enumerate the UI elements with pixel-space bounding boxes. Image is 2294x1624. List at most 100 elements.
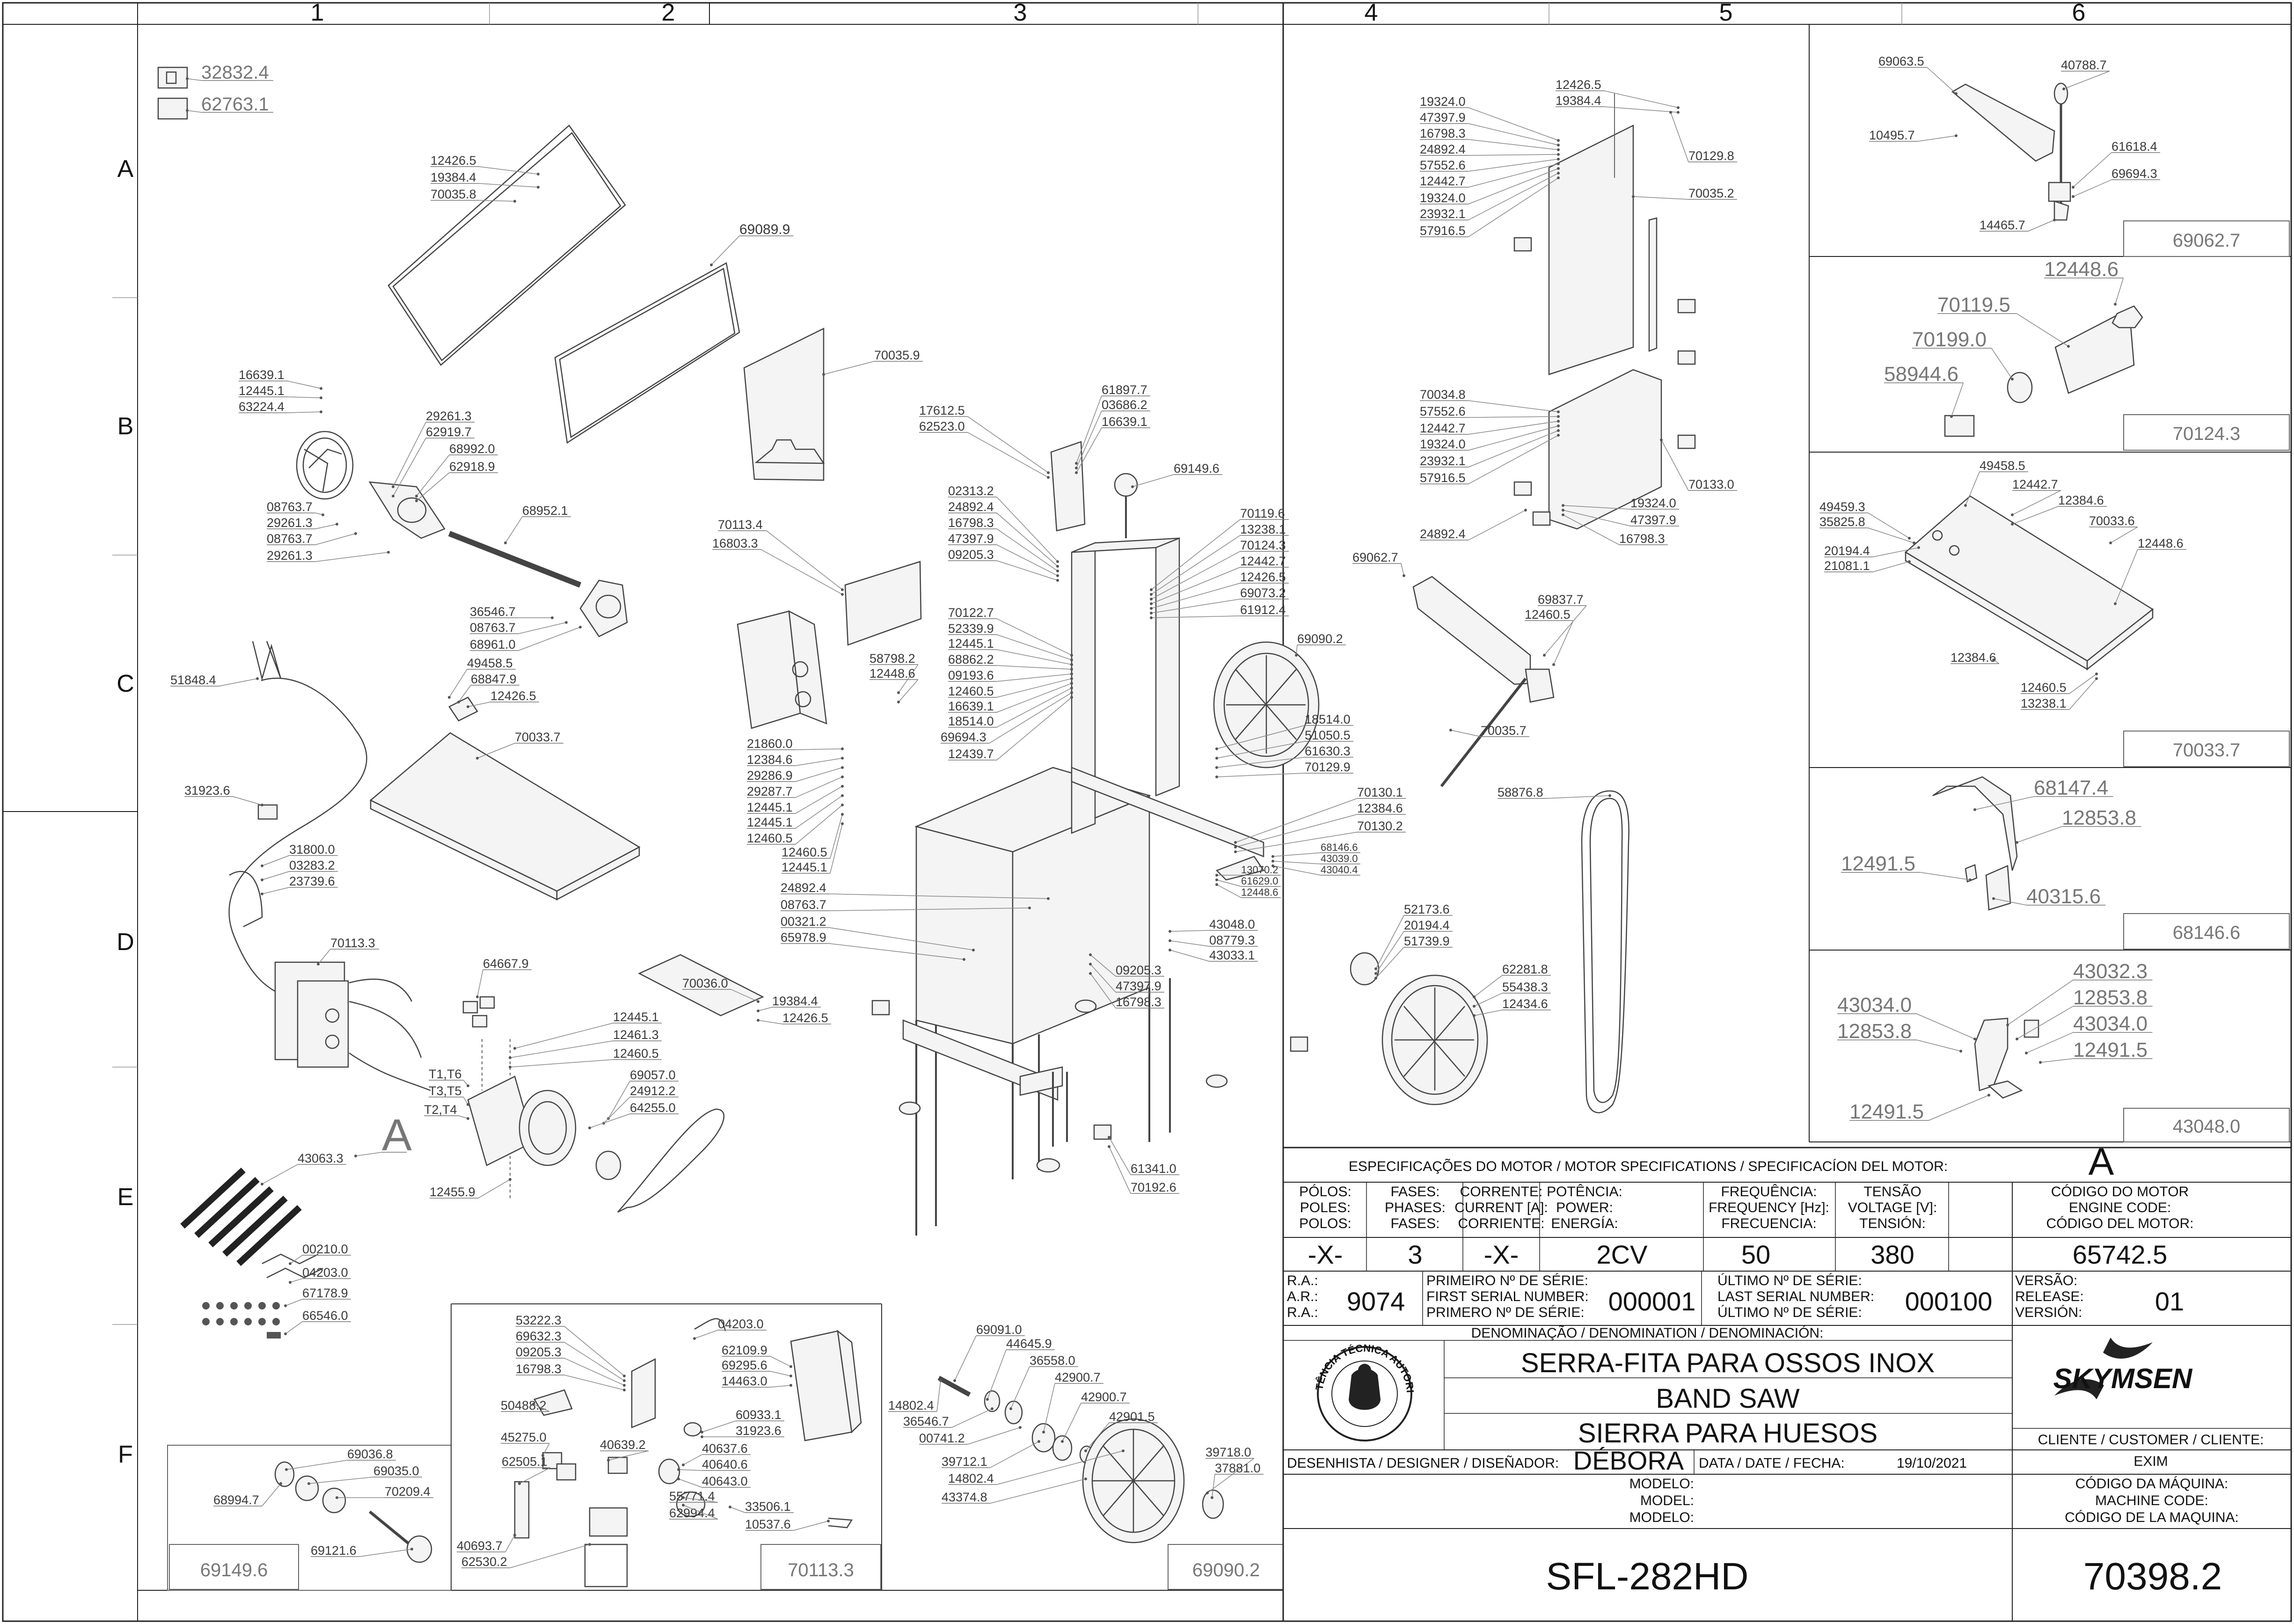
- leader-line: [758, 1020, 783, 1024]
- leader-point: [682, 1504, 685, 1507]
- part-number-label: 67178.9: [302, 1286, 348, 1300]
- leader-line: [1474, 1010, 1503, 1016]
- part-number-label: 12439.7: [948, 747, 994, 761]
- part-number-label: 69837.7: [1538, 593, 1584, 607]
- leader-point: [1374, 977, 1377, 980]
- leader-point: [2011, 523, 2014, 526]
- leader-point: [841, 775, 844, 778]
- leader-line: [1272, 852, 1321, 857]
- part-number-label: 03686.2: [1102, 398, 1147, 412]
- leader-line: [1927, 67, 1957, 94]
- leader-line: [287, 411, 321, 413]
- leader-line: [1633, 196, 1689, 200]
- part-number-label: 12491.5: [1849, 1100, 1924, 1123]
- leader-point: [963, 958, 965, 961]
- part-number-label: 40315.6: [2026, 885, 2101, 908]
- leader-point: [1374, 972, 1377, 975]
- leader-point: [289, 1281, 292, 1284]
- detail-panels-bottom: 69149.6 70113.3 69090.2: [167, 1303, 1284, 1591]
- part-number-label: 70036.0: [682, 976, 728, 990]
- leader-line: [795, 776, 843, 798]
- part-number-label: 12442.7: [2012, 477, 2058, 491]
- leader-line: [1076, 410, 1102, 468]
- leader-point: [509, 1178, 511, 1181]
- leader-line: [1216, 884, 1242, 898]
- leader-point: [1677, 106, 1680, 109]
- part-number-label: 18514.0: [1305, 712, 1351, 726]
- leader-line: [760, 549, 843, 595]
- part-number-label: 70124.3: [1240, 538, 1286, 552]
- leader-line: [1920, 872, 1971, 880]
- detail-title-43048: 43048.0: [2173, 1116, 2241, 1137]
- leader-point: [1150, 588, 1153, 591]
- leader-point: [789, 1384, 792, 1387]
- leader-line: [987, 1349, 1007, 1400]
- leader-line: [1468, 425, 1559, 451]
- leader-line: [1235, 798, 1358, 843]
- leader-line: [683, 1454, 702, 1465]
- part-number-label: 68952.1: [522, 504, 568, 518]
- leader-point: [1070, 668, 1073, 671]
- leader-point: [415, 495, 418, 497]
- leader-point: [448, 696, 451, 699]
- leader-line: [468, 702, 491, 707]
- leader-point: [1669, 111, 1672, 114]
- leader-point: [513, 1534, 516, 1536]
- part-number-label: 68994.7: [213, 1493, 259, 1507]
- current-value: -X-: [1484, 1240, 1519, 1269]
- leader-point: [387, 551, 390, 554]
- part-number-label: 40640.6: [702, 1457, 748, 1471]
- leader-point: [1150, 607, 1153, 610]
- part-number-label: 12448.6: [2044, 258, 2119, 281]
- leader-point: [1122, 1449, 1125, 1452]
- leader-point: [1562, 509, 1564, 512]
- part-number-label: 12384.6: [747, 753, 793, 767]
- row-label: D: [117, 929, 134, 956]
- leader-point: [701, 1431, 703, 1434]
- leader-point: [1908, 537, 1911, 540]
- detail-title-68146: 68146.6: [2173, 922, 2241, 943]
- leader-line: [683, 1497, 718, 1503]
- part-number-label: 12445.1: [239, 384, 285, 398]
- leader-line: [1546, 795, 1610, 799]
- leader-line: [829, 943, 964, 960]
- leader-point: [1557, 139, 1560, 142]
- part-number-label: 12434.6: [1502, 997, 1548, 1011]
- leader-line: [1151, 583, 1241, 609]
- leader-line: [519, 1467, 551, 1484]
- leader-line: [996, 618, 1072, 656]
- leader-line: [463, 1097, 468, 1105]
- part-number-label: 43034.0: [1837, 994, 1912, 1017]
- part-number-label: 68847.9: [471, 672, 517, 686]
- column-label: 3: [1014, 0, 1027, 26]
- leader-point: [1215, 757, 1218, 760]
- part-number-label: 62763.1: [201, 94, 269, 115]
- leader-point: [1271, 860, 1274, 863]
- leader-line: [564, 1342, 625, 1381]
- leader-line: [533, 1404, 550, 1412]
- part-number-label: 23932.1: [1420, 454, 1466, 468]
- leader-line: [795, 767, 843, 782]
- leader-point: [1959, 1050, 1962, 1053]
- leader-point: [1632, 195, 1635, 198]
- svg-text:SKYMSEN: SKYMSEN: [2053, 1363, 2193, 1394]
- leader-point: [682, 1463, 685, 1466]
- part-number-label: 68146.6: [1321, 841, 1358, 853]
- leader-point: [2025, 1052, 2028, 1054]
- leader-line: [1916, 1013, 1975, 1039]
- leader-point: [467, 705, 469, 708]
- leader-point: [1056, 560, 1059, 563]
- part-number-label: 70033.7: [515, 730, 561, 744]
- leader-point: [1543, 654, 1546, 657]
- leader-line: [996, 1450, 1124, 1485]
- leader-point: [1150, 612, 1153, 614]
- leader-point: [261, 804, 263, 806]
- leader-point: [1150, 602, 1153, 605]
- part-number-label: 31800.0: [289, 842, 335, 856]
- part-number-label: 12426.5: [490, 689, 536, 703]
- part-number-label: 12455.9: [430, 1185, 475, 1199]
- leader-line: [290, 1255, 303, 1264]
- designer-label: DESENHISTA / DESIGNER / DISEÑADOR:: [1287, 1455, 1559, 1471]
- part-number-label: 12460.5: [613, 1046, 659, 1061]
